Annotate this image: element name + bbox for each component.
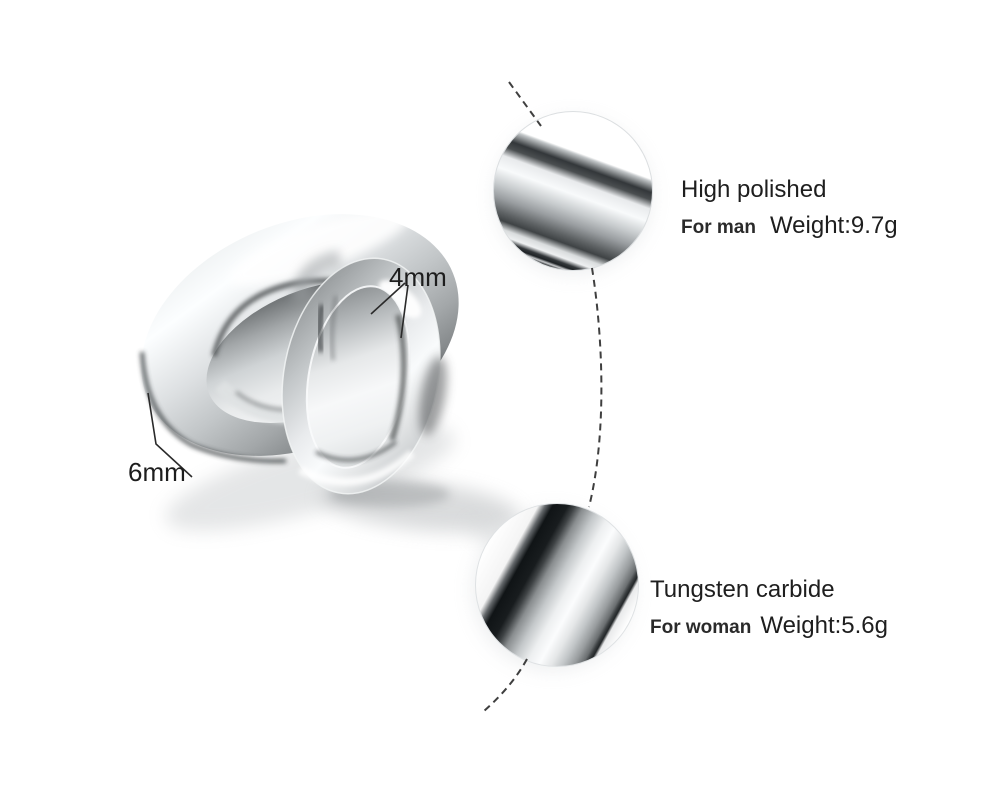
- small-ring: [281, 250, 447, 495]
- callout-tungsten-carbide: Tungsten carbide For woman Weight:5.6g: [650, 576, 888, 640]
- callout-top-weight: Weight:9.7g: [769, 212, 898, 239]
- callout-bottom-for-woman: For woman: [650, 617, 752, 638]
- callout-bottom-title: Tungsten carbide: [650, 576, 835, 603]
- detail-circle-polish: [493, 111, 653, 275]
- callout-bottom-weight: Weight:5.6g: [760, 612, 888, 639]
- callout-high-polished: High polished For man Weight:9.7g: [681, 176, 898, 240]
- dimension-leader-6mm: [147, 392, 193, 478]
- label-4mm: 4mm: [389, 262, 447, 292]
- dashed-connector-lines: [483, 81, 603, 712]
- dimension-leader-4mm: [370, 282, 409, 339]
- callout-top-title: High polished: [681, 176, 827, 203]
- callout-top-for-man: For man: [681, 217, 756, 238]
- label-6mm: 6mm: [128, 457, 186, 487]
